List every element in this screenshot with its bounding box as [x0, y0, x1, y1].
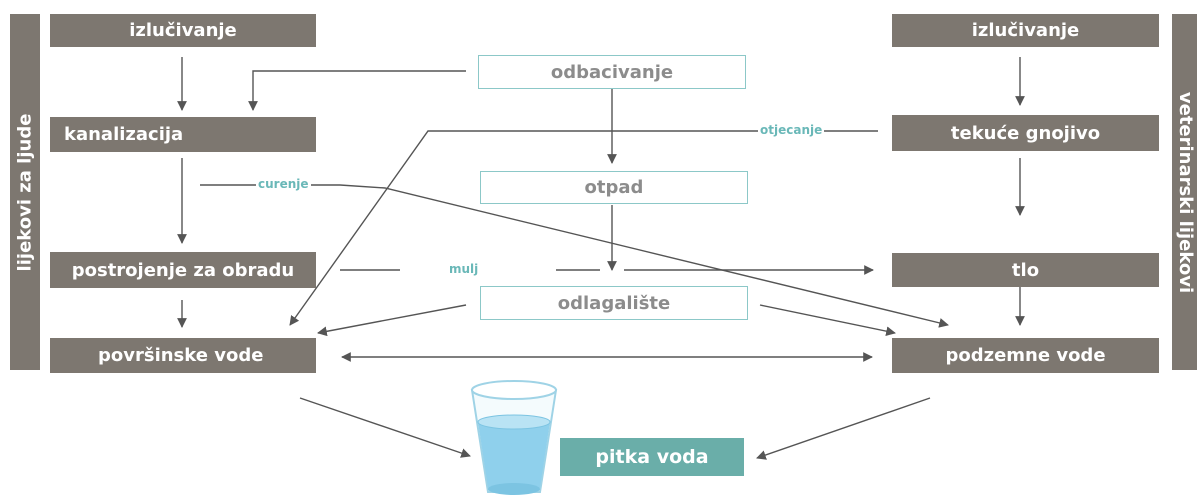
- drinking-water-box: pitka voda: [560, 438, 744, 476]
- glass-icon: [470, 380, 558, 495]
- human-drugs-sidebar: lijekovi za ljude: [10, 14, 40, 370]
- sewage-box: kanalizacija: [50, 117, 316, 152]
- arrow-landfill-to-groundwater: [759, 304, 896, 337]
- waste-box: otpad: [480, 171, 748, 204]
- liquid-manure-box: tekuće gnojivo: [892, 115, 1159, 151]
- human-drugs-label: lijekovi za ljude: [14, 113, 36, 271]
- veterinary-drugs-sidebar: veterinarski lijekovi: [1172, 14, 1197, 370]
- arrow-landfill-to-surface: [317, 304, 467, 337]
- leakage-label: curenje: [256, 177, 311, 191]
- groundwater-box: podzemne vode: [892, 338, 1159, 373]
- arrow-groundwater-to-drinking: [756, 397, 931, 460]
- excretion-box-left: izlučivanje: [50, 14, 316, 47]
- surface-water-box: površinske vode: [50, 338, 316, 373]
- runoff-label: otjecanje: [758, 123, 825, 137]
- soil-box: tlo: [892, 253, 1159, 287]
- landfill-box: odlagalište: [480, 286, 748, 320]
- sludge-label: mulj: [447, 262, 481, 276]
- excretion-box-right: izlučivanje: [892, 14, 1159, 47]
- arrow-disposal-to-sewage: [248, 70, 466, 111]
- arrow-surface-to-drinking: [299, 397, 471, 458]
- veterinary-drugs-label: veterinarski lijekovi: [1175, 91, 1197, 293]
- treatment-plant-box: postrojenje za obradu: [50, 252, 316, 288]
- disposal-box: odbacivanje: [478, 55, 746, 89]
- arrow-runoff: [289, 130, 878, 326]
